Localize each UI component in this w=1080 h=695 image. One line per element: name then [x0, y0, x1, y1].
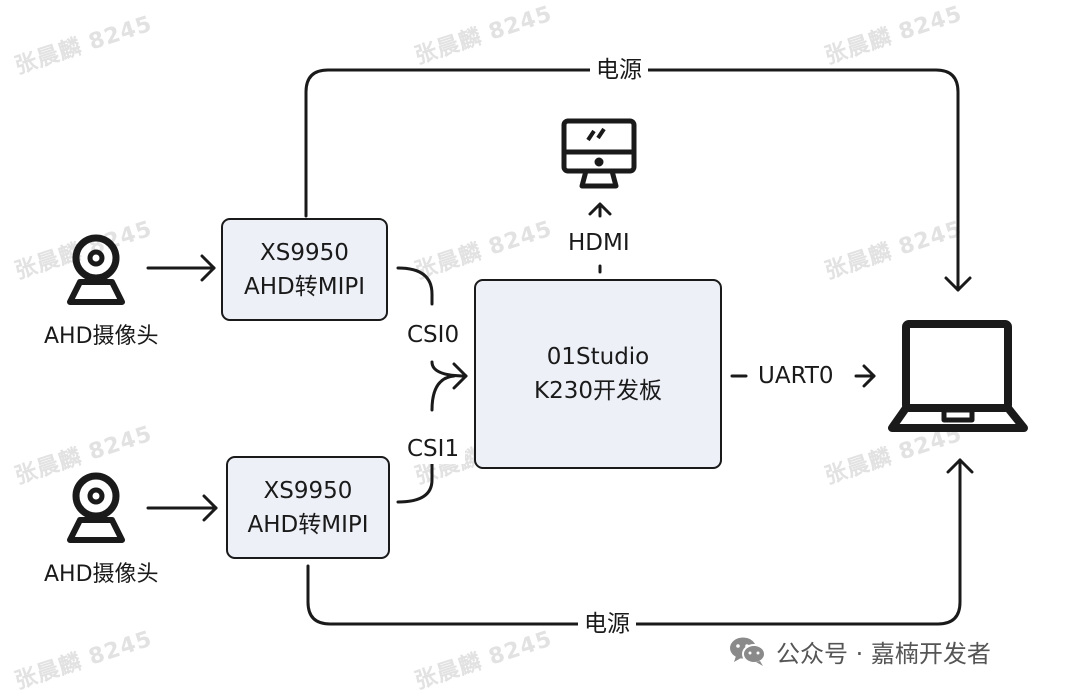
hdmi-connector	[588, 202, 612, 274]
camera-icon	[67, 472, 125, 543]
board-model: K230开发板	[534, 378, 662, 404]
converter-bottom-chip: XS9950	[263, 477, 353, 504]
camera-label-bottom: AHD摄像头	[44, 562, 159, 587]
camera-icon	[67, 234, 125, 305]
csi0-label: CSI0	[401, 320, 466, 350]
converter-top-chip: XS9950	[260, 239, 349, 266]
arrow-camera-top-to-converter	[146, 254, 216, 282]
csi1-connector	[396, 374, 456, 504]
csi0-connector	[396, 266, 468, 390]
arrow-camera-bottom-to-converter	[146, 494, 218, 522]
converter-box-bottom: XS9950 AHD转MIPI	[226, 456, 390, 559]
board-name: 01Studio	[546, 344, 650, 370]
power-label-top: 电源	[590, 55, 648, 85]
power-line-bottom	[306, 458, 974, 626]
footer-text: 公众号 · 嘉楠开发者	[776, 639, 991, 668]
converter-top-function: AHD转MIPI	[243, 273, 366, 300]
hdmi-label: HDMI	[562, 228, 636, 258]
power-line-top	[304, 68, 972, 292]
power-label-bottom: 电源	[578, 609, 636, 639]
converter-box-top: XS9950 AHD转MIPI	[221, 218, 388, 321]
camera-label-top: AHD摄像头	[44, 324, 159, 349]
wechat-icon	[730, 637, 766, 666]
uart-label: UART0	[752, 361, 840, 391]
laptop-icon	[888, 320, 1028, 432]
uart-connector	[730, 364, 876, 388]
k230-board-box: 01Studio K230开发板	[474, 279, 722, 469]
monitor-icon	[561, 118, 637, 189]
csi1-label: CSI1	[401, 434, 466, 464]
footer-credit: 公众号 · 嘉楠开发者	[728, 632, 991, 670]
converter-bottom-function: AHD转MIPI	[247, 511, 369, 538]
